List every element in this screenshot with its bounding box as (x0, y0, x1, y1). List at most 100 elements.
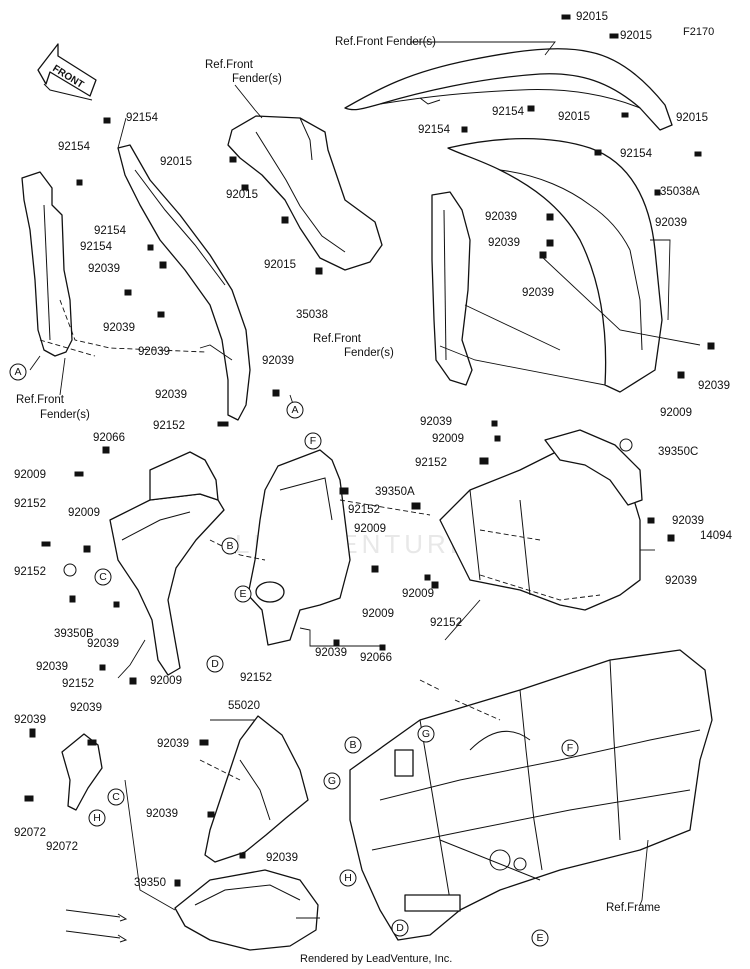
callout-circle[interactable]: D (206, 655, 224, 673)
callout-circle[interactable]: D (391, 919, 409, 937)
part-label[interactable]: 92154 (126, 112, 159, 124)
callout-circle[interactable]: G (417, 725, 435, 743)
callout-circle[interactable]: H (339, 869, 357, 887)
part-label[interactable]: 92039 (698, 380, 730, 392)
part-label[interactable]: 92072 (14, 827, 46, 839)
part-label[interactable]: 92039 (70, 702, 102, 714)
part-label[interactable]: 92015 (576, 11, 608, 23)
part-label[interactable]: 92009 (354, 523, 386, 535)
part-label[interactable]: 92039 (155, 389, 187, 401)
part-label[interactable]: 39350B (54, 628, 94, 640)
svg-text:D: D (211, 658, 219, 670)
part-label[interactable]: 92039 (488, 237, 520, 249)
part-label[interactable]: 92039 (262, 355, 294, 367)
part-label[interactable]: 92039 (146, 808, 178, 820)
part-label[interactable]: 92039 (665, 575, 697, 587)
callout-circle[interactable]: C (107, 788, 125, 806)
part-label[interactable]: 92072 (46, 841, 78, 853)
part-label[interactable]: 92066 (360, 652, 392, 664)
part-label[interactable]: 92039 (87, 638, 119, 650)
part-label[interactable]: 39350A (375, 486, 415, 498)
callout-circle[interactable]: C (94, 568, 112, 586)
part-label[interactable]: 92015 (558, 111, 590, 123)
svg-text:A: A (291, 404, 298, 416)
fastener-marks (24, 14, 715, 887)
callout-circle[interactable]: A (286, 401, 304, 419)
svg-text:H: H (344, 872, 352, 884)
part-label[interactable]: 92015 (264, 259, 296, 271)
callout-circle[interactable]: G (323, 772, 341, 790)
part-label[interactable]: 92039 (266, 852, 298, 864)
part-label[interactable]: 92039 (36, 661, 68, 673)
leader-lines (29, 41, 701, 919)
part-label[interactable]: 92152 (430, 617, 462, 629)
svg-text:H: H (93, 812, 101, 824)
part-label[interactable]: 92152 (415, 457, 447, 469)
part-label[interactable]: 92015 (620, 30, 652, 42)
svg-text:D: D (396, 922, 404, 934)
bracket-14094 (204, 715, 309, 863)
part-label[interactable]: 92039 (138, 346, 170, 358)
ref-label-front-fender-top: Ref.Front Fender(s) (335, 36, 436, 48)
part-label[interactable]: 92039 (655, 217, 687, 229)
callout-circle[interactable]: F (304, 432, 322, 450)
part-label[interactable]: 92154 (94, 225, 127, 237)
part-label[interactable]: 92154 (620, 148, 653, 160)
part-label[interactable]: 92039 (103, 322, 135, 334)
callout-circle[interactable]: A (9, 363, 27, 381)
part-label[interactable]: 92009 (432, 433, 464, 445)
callout-circle[interactable]: E (531, 929, 549, 947)
part-label[interactable]: 92154 (418, 124, 451, 136)
part-label[interactable]: 92015 (226, 189, 258, 201)
part-label[interactable]: 92154 (58, 141, 91, 153)
callout-circle[interactable]: E (234, 585, 252, 603)
part-label[interactable]: 92154 (492, 106, 525, 118)
front-fender-top (344, 48, 673, 131)
part-label[interactable]: 92039 (14, 714, 46, 726)
part-label[interactable]: 92009 (402, 588, 434, 600)
svg-text:G: G (422, 728, 430, 740)
part-label[interactable]: 92039 (88, 263, 120, 275)
part-label[interactable]: 92152 (14, 498, 46, 510)
part-label[interactable]: 92039 (315, 647, 347, 659)
inner-fender-right (447, 138, 663, 393)
part-label[interactable]: 92152 (62, 678, 94, 690)
part-label[interactable]: 92015 (676, 112, 708, 124)
part-label[interactable]: 39350C (658, 446, 698, 458)
part-label[interactable]: 92039 (157, 738, 189, 750)
part-label[interactable]: 92066 (93, 432, 125, 444)
part-label[interactable]: 92039 (522, 287, 554, 299)
svg-text:F: F (310, 435, 316, 447)
cable-tie-2 (65, 930, 128, 943)
part-label[interactable]: 92009 (362, 608, 394, 620)
part-label[interactable]: 92152 (240, 672, 272, 684)
part-label[interactable]: 92152 (348, 504, 380, 516)
part-label[interactable]: 92152 (14, 566, 46, 578)
svg-text:E: E (536, 932, 543, 944)
part-label[interactable]: 92154 (80, 241, 113, 253)
part-label[interactable]: 92039 (420, 416, 452, 428)
callout-circle[interactable]: H (88, 809, 106, 827)
callout-circle[interactable]: F (561, 739, 579, 757)
part-label[interactable]: 92039 (672, 515, 704, 527)
part-label[interactable]: 92009 (660, 407, 692, 419)
part-label[interactable]: 92015 (160, 156, 192, 168)
part-label[interactable]: 92039 (485, 211, 517, 223)
credit-text: Rendered by LeadVenture, Inc. (300, 953, 452, 965)
part-label[interactable]: 35038 (296, 309, 328, 321)
front-fender-left-piece (227, 115, 383, 271)
part-label[interactable]: 92009 (14, 469, 46, 481)
part-label[interactable]: 92152 (153, 420, 185, 432)
callout-circle[interactable]: B (221, 537, 239, 555)
part-label[interactable]: 35038A (660, 186, 700, 198)
inner-fender-left (117, 144, 251, 421)
part-label[interactable]: 14094 (700, 530, 733, 542)
part-label[interactable]: 92009 (150, 675, 182, 687)
part-label[interactable]: 55020 (228, 700, 260, 712)
part-label[interactable]: 39350 (134, 877, 166, 889)
svg-text:C: C (99, 571, 107, 583)
part-label[interactable]: 92009 (68, 507, 100, 519)
left-side-panel (21, 171, 73, 357)
callout-circle[interactable]: B (344, 736, 362, 754)
